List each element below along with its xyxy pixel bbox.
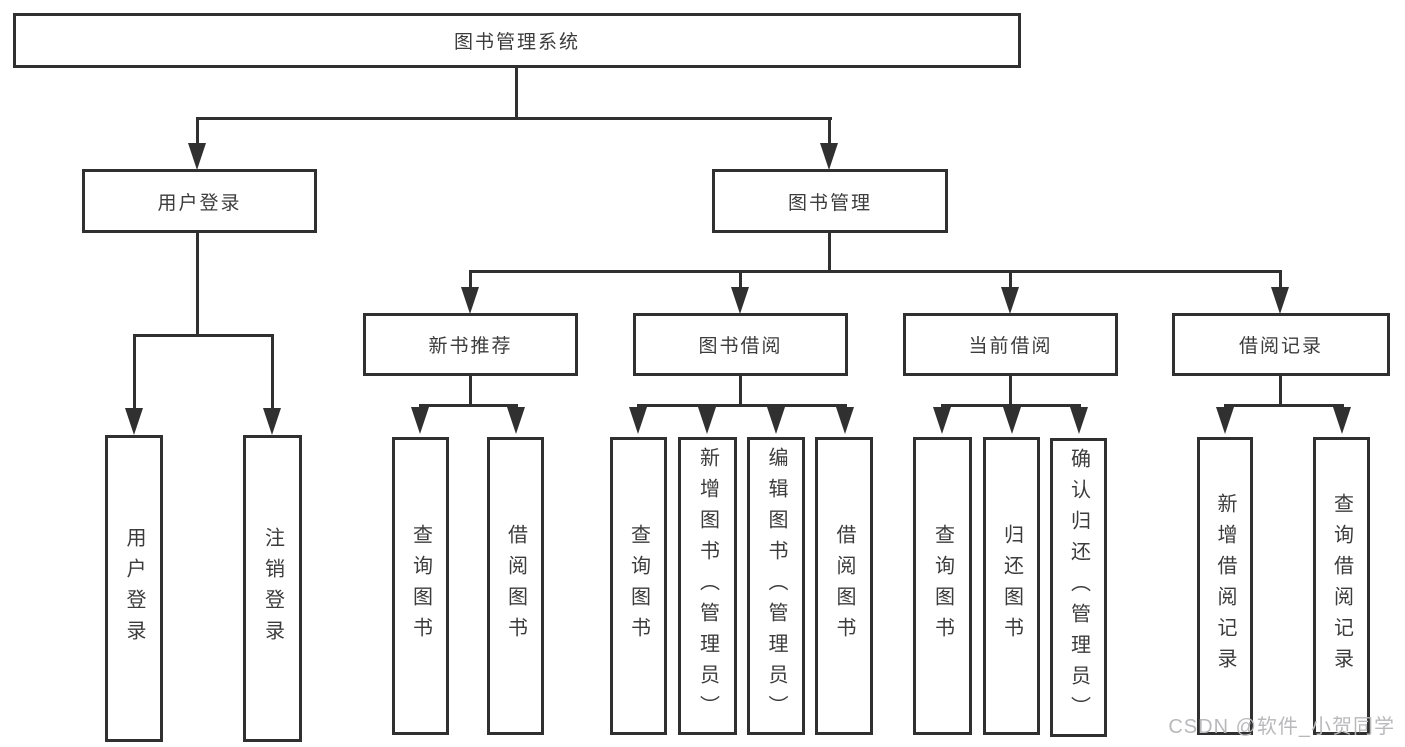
arrow-down-icon: [263, 408, 281, 435]
connector-vline: [1009, 270, 1012, 290]
connector-vline: [515, 68, 518, 119]
node-root: 图书管理系统: [13, 13, 1021, 68]
connector-vline: [271, 334, 274, 410]
arrow-down-icon: [507, 407, 525, 434]
arrow-down-icon: [820, 143, 838, 170]
leaf-borrow-edit-books-admin: 编辑图书（管理员）: [747, 437, 805, 735]
leaf-newbook-borrow-books-label: 借阅图书: [504, 524, 527, 648]
arrow-down-icon: [629, 407, 647, 434]
leaf-borrow-query-books: 查询图书: [610, 437, 667, 735]
leaf-records-query-record-label: 查询借阅记录: [1330, 493, 1353, 679]
leaf-borrow-query-books-label: 查询图书: [627, 524, 650, 648]
connector-vline: [1279, 270, 1282, 290]
node-user-login-label: 用户登录: [157, 192, 242, 214]
node-new-book-recommendation: 新书推荐: [363, 313, 578, 376]
arrow-down-icon: [1271, 287, 1289, 314]
arrow-down-icon: [1001, 287, 1019, 314]
connector-vline: [196, 117, 199, 147]
leaf-current-query-books: 查询图书: [913, 437, 972, 735]
connector-vline: [196, 232, 199, 336]
node-current-borrowing-label: 当前借阅: [968, 336, 1053, 357]
arrow-down-icon: [1333, 407, 1351, 434]
arrow-down-icon: [461, 287, 479, 314]
connector-hline: [941, 404, 1081, 407]
leaf-user-login: 用户登录: [105, 435, 163, 742]
node-root-label: 图书管理系统: [453, 32, 580, 53]
leaf-borrow-add-books-admin: 新增图书（管理员）: [678, 437, 737, 735]
connector-hline: [196, 117, 832, 120]
leaf-records-add-record-label: 新增借阅记录: [1214, 493, 1236, 679]
arrow-down-icon: [1003, 407, 1021, 434]
connector-vline: [1279, 375, 1282, 406]
node-book-borrowing: 图书借阅: [633, 313, 848, 376]
connector-hline: [637, 404, 847, 407]
arrow-down-icon: [188, 143, 206, 170]
leaf-newbook-query-books: 查询图书: [392, 437, 449, 735]
leaf-current-confirm-return-admin: 确认归还（管理员）: [1050, 438, 1107, 737]
connector-vline: [739, 375, 742, 406]
arrow-down-icon: [767, 407, 785, 434]
leaf-records-query-record: 查询借阅记录: [1313, 437, 1370, 735]
leaf-user-login-label: 用户登录: [123, 526, 145, 651]
connector-vline: [828, 117, 831, 147]
arrow-down-icon: [731, 287, 749, 314]
arrow-down-icon: [125, 408, 143, 435]
node-borrowing-records-label: 借阅记录: [1238, 336, 1323, 357]
connector-hline: [1224, 404, 1344, 407]
node-new-book-recommendation-label: 新书推荐: [428, 336, 513, 357]
connector-hline: [469, 270, 1282, 273]
leaf-current-return-books: 归还图书: [983, 437, 1040, 735]
node-borrowing-records: 借阅记录: [1172, 313, 1390, 376]
watermark: CSDN @软件_小贺同学: [1168, 716, 1395, 738]
leaf-borrow-add-books-admin-label: 新增图书（管理员）: [696, 446, 719, 726]
node-user-login: 用户登录: [82, 169, 317, 233]
arrow-down-icon: [836, 407, 854, 434]
connector-hline: [133, 334, 274, 337]
node-book-management-label: 图书管理: [787, 192, 872, 214]
leaf-newbook-query-books-label: 查询图书: [409, 524, 432, 648]
connector-vline: [469, 270, 472, 290]
leaf-logout-login-label: 注销登录: [261, 526, 284, 651]
node-book-management: 图书管理: [712, 169, 948, 233]
arrow-down-icon: [1216, 407, 1234, 434]
leaf-newbook-borrow-books: 借阅图书: [487, 437, 544, 735]
leaf-logout-login: 注销登录: [243, 435, 302, 742]
leaf-borrow-borrow-books: 借阅图书: [815, 437, 873, 735]
leaf-borrow-borrow-books-label: 借阅图书: [833, 524, 855, 648]
connector-vline: [1009, 375, 1012, 406]
connector-hline: [419, 404, 518, 407]
connector-vline: [828, 232, 831, 272]
arrow-down-icon: [933, 407, 951, 434]
connector-vline: [469, 375, 472, 406]
connector-vline: [739, 270, 742, 290]
connector-vline: [133, 334, 136, 410]
arrow-down-icon: [698, 407, 716, 434]
leaf-current-confirm-return-admin-label: 确认归还（管理员）: [1067, 448, 1090, 727]
leaf-records-add-record: 新增借阅记录: [1197, 437, 1253, 735]
leaf-current-query-books-label: 查询图书: [931, 524, 954, 648]
leaf-current-return-books-label: 归还图书: [1000, 524, 1023, 648]
leaf-borrow-edit-books-admin-label: 编辑图书（管理员）: [765, 446, 787, 726]
node-current-borrowing: 当前借阅: [903, 313, 1118, 376]
node-book-borrowing-label: 图书借阅: [698, 336, 783, 357]
arrow-down-icon: [1070, 407, 1088, 434]
arrow-down-icon: [411, 407, 429, 434]
